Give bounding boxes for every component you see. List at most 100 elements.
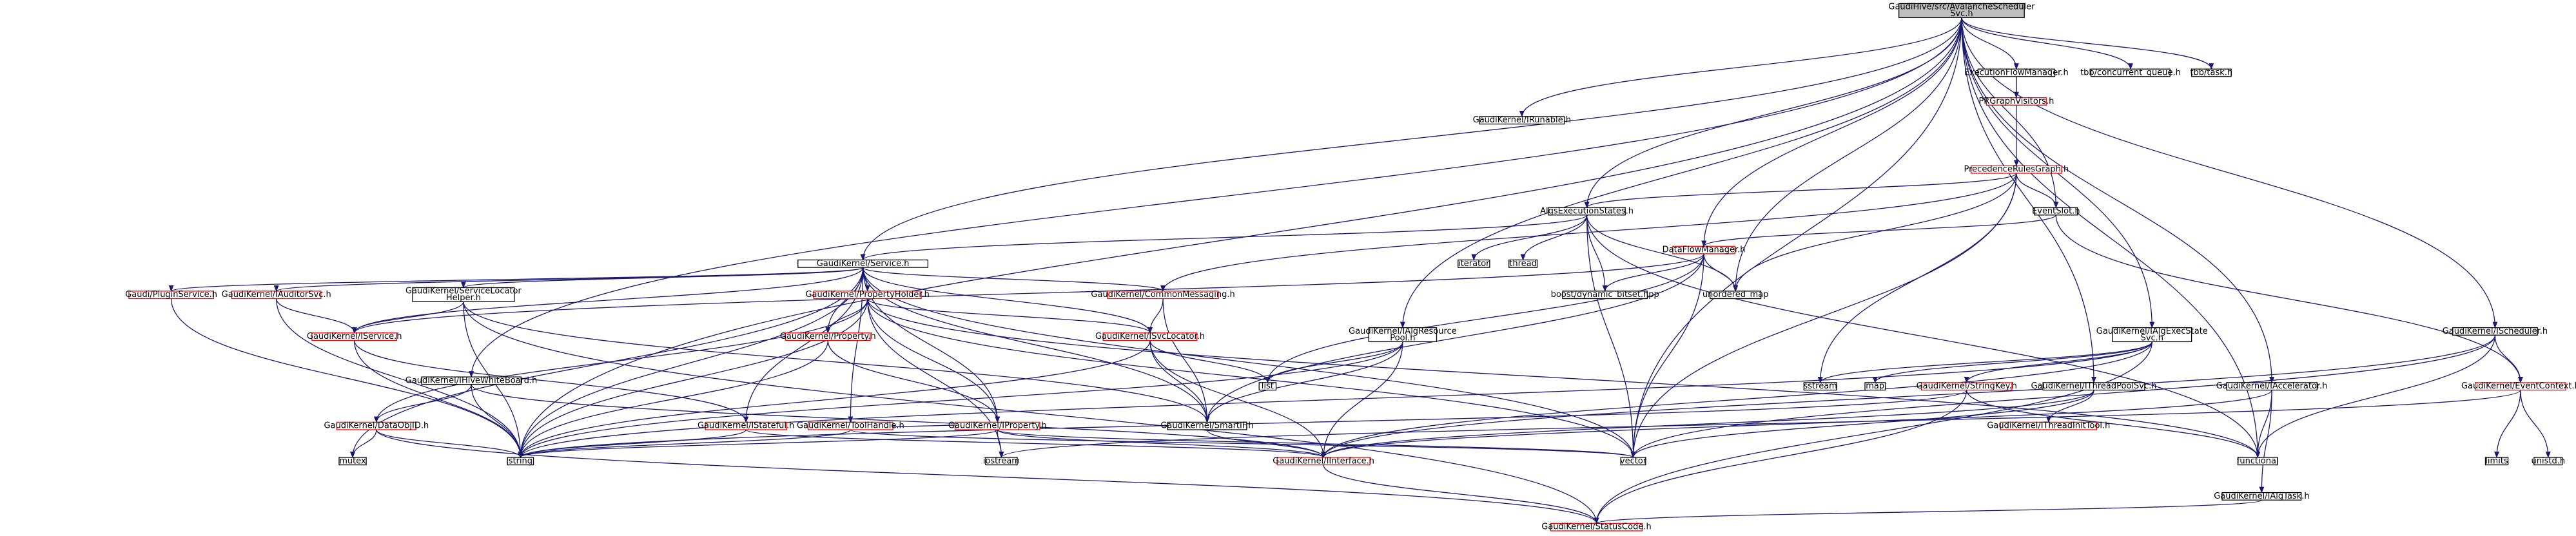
node-box-stringkey bbox=[1920, 382, 2013, 391]
edge-root-to-execflow bbox=[1961, 17, 2019, 70]
node-dataobjid[interactable]: GaudiKernel/DataObjID.h bbox=[324, 421, 429, 431]
node-box-smartif bbox=[1167, 421, 1247, 430]
edge-propholder-to-string bbox=[518, 298, 868, 458]
node-unordered: unordered_map bbox=[1703, 290, 1769, 300]
node-label-root: GaudiHive/src/AvalancheScheduler bbox=[1888, 3, 2035, 12]
node-label-mutex: mutex bbox=[339, 456, 366, 466]
node-box-svclochelper bbox=[412, 287, 515, 302]
edge-root-to-eventslot bbox=[1961, 17, 2059, 209]
edge-iauditorsvc-to-string bbox=[276, 298, 523, 458]
edge-root-to-vector bbox=[1630, 17, 1962, 458]
edge-algres-to-iinterface bbox=[1321, 341, 1403, 458]
node-service[interactable]: GaudiKernel/Service.h bbox=[797, 259, 929, 269]
node-iauditorsvc[interactable]: GaudiKernel/IAuditorSvc.h bbox=[222, 290, 331, 300]
node-label-dynbitset: boost/dynamic_bitset.hpp bbox=[1551, 290, 1659, 300]
edge-service-to-commonmsg bbox=[862, 267, 1166, 292]
node-box-accel bbox=[2226, 382, 2317, 391]
node-label-list: list bbox=[1262, 381, 1274, 391]
node-isvclocator[interactable]: GaudiKernel/ISvcLocator.h bbox=[1095, 332, 1205, 341]
node-sstream: sstream bbox=[1804, 381, 1837, 391]
node-dataflow[interactable]: DataFlowManager.h bbox=[1663, 245, 1746, 255]
node-runable[interactable]: GaudiKernel/IRunable.h bbox=[1473, 115, 1571, 125]
edge-root-to-dataflow bbox=[1701, 17, 1962, 247]
node-label-ialgtask: GaudiKernel/IAlgTask.h bbox=[2214, 492, 2309, 501]
node-threadpool[interactable]: GaudiKernel/IThreadPoolSvc.h bbox=[2031, 381, 2156, 391]
node-box-map bbox=[1864, 382, 1886, 391]
edge-dataflow-to-dynbitset bbox=[1602, 253, 1704, 292]
node-box-unordered bbox=[1710, 291, 1762, 300]
edge-dataflow-to-list bbox=[1265, 253, 1704, 383]
node-threadinit[interactable]: GaudiKernel/IThreadInitTool.h bbox=[1987, 421, 2110, 431]
node-label-threadpool: GaudiKernel/IThreadPoolSvc.h bbox=[2031, 381, 2156, 391]
node-iproperty[interactable]: GaudiKernel/IProperty.h bbox=[948, 421, 1047, 431]
node-smartif[interactable]: GaudiKernel/SmartIF.h bbox=[1160, 421, 1253, 431]
node-eventslot[interactable]: EventSlot.h bbox=[2032, 207, 2080, 216]
node-label-iostream: iostream bbox=[983, 456, 1020, 466]
node-iinterface[interactable]: GaudiKernel/IInterface.h bbox=[1273, 456, 1374, 466]
node-label-tbbtask: tbb/task.h bbox=[2190, 68, 2232, 78]
edge-propholder-to-isvclocator bbox=[867, 298, 1153, 334]
edge-svclochelper-to-iservice bbox=[351, 302, 464, 334]
node-propholder[interactable]: GaudiKernel/PropertyHolder.h bbox=[805, 290, 930, 300]
node-pluginsvc[interactable]: Gaudi/PluginService.h bbox=[125, 290, 217, 300]
node-hivewb[interactable]: GaudiKernel/IHiveWhiteBoard.h bbox=[405, 376, 538, 385]
node-statuscode[interactable]: GaudiKernel/StatusCode.h bbox=[1541, 522, 1651, 532]
node-eventctx[interactable]: GaudiKernel/EventContext.h bbox=[2461, 381, 2576, 391]
node-accel[interactable]: GaudiKernel/IAccelerator.h bbox=[2216, 381, 2328, 391]
node-toolhandle[interactable]: GaudiKernel/ToolHandle.h bbox=[797, 421, 904, 431]
node-ischeduler[interactable]: GaudiKernel/IScheduler.h bbox=[2443, 327, 2548, 336]
edge-eventslot-to-eventctx bbox=[2055, 215, 2523, 383]
edge-iproperty-to-iostream bbox=[997, 429, 1004, 458]
edge-eventslot-to-dataflow bbox=[1701, 215, 2056, 247]
node-label-stringkey: GaudiKernel/StringKey.h bbox=[1917, 381, 2017, 391]
node-iostream: iostream bbox=[983, 456, 1020, 466]
node-commonmsg[interactable]: GaudiKernel/CommonMessaging.h bbox=[1091, 290, 1234, 300]
node-label-precrules: PrecedenceRulesGraph.h bbox=[1964, 165, 2069, 175]
edge-algexecstate-to-map bbox=[1872, 341, 2152, 383]
edge-precrules-to-algsexec bbox=[1584, 173, 2017, 209]
node-box-functional bbox=[2237, 457, 2278, 466]
edge-precrules-to-eventslot bbox=[2016, 173, 2059, 209]
edge-hivewb-to-string bbox=[471, 384, 523, 458]
node-iservice[interactable]: GaudiKernel/IService.h bbox=[307, 332, 402, 341]
node-label-algres: GaudiKernel/IAlgResource bbox=[1349, 327, 1457, 336]
edge-dataobjid-to-statuscode bbox=[376, 429, 1599, 524]
edge-root-to-algres bbox=[1400, 17, 1962, 329]
node-box-istateful bbox=[705, 421, 787, 430]
node-box-eventslot bbox=[2034, 207, 2078, 216]
edge-eventctx-to-limits bbox=[2494, 390, 2521, 458]
node-precrules[interactable]: PrecedenceRulesGraph.h bbox=[1964, 165, 2069, 175]
node-box-ialgtask bbox=[2221, 492, 2302, 501]
node-prgraphvis[interactable]: PRGraphVisitors.h bbox=[1978, 97, 2054, 106]
edge-eventctx-to-iostream bbox=[999, 390, 2521, 458]
node-box-service bbox=[797, 259, 929, 268]
edge-dataobjid-to-string bbox=[376, 429, 523, 458]
node-box-iproperty bbox=[954, 421, 1040, 430]
node-stringkey[interactable]: GaudiKernel/StringKey.h bbox=[1917, 381, 2017, 391]
node-property[interactable]: GaudiKernel/Property.h bbox=[780, 332, 876, 341]
node-box-dataflow bbox=[1672, 245, 1735, 254]
node-label-iauditorsvc: GaudiKernel/IAuditorSvc.h bbox=[222, 290, 331, 300]
edge-threadpool-to-vector bbox=[1630, 390, 2094, 458]
node-label-sstream: sstream bbox=[1804, 381, 1837, 391]
node-istateful[interactable]: GaudiKernel/IStateful.h bbox=[698, 421, 794, 431]
edge-iservice-to-istateful bbox=[354, 340, 749, 423]
edge-isvclocator-to-string bbox=[518, 340, 1151, 458]
node-label-propholder: GaudiKernel/PropertyHolder.h bbox=[805, 290, 930, 300]
node-execflow[interactable]: ExecutionFlowManager.h bbox=[1964, 68, 2069, 78]
edge-iauditorsvc-to-iservice bbox=[276, 298, 357, 334]
node-box-property bbox=[785, 332, 871, 341]
node-label-functional: functional bbox=[2237, 456, 2279, 466]
node-ialgtask[interactable]: GaudiKernel/IAlgTask.h bbox=[2214, 492, 2309, 501]
edge-service-to-string bbox=[518, 267, 864, 458]
edge-accel-to-ialgtask bbox=[2259, 390, 2272, 493]
edge-dataflow-to-vector bbox=[1630, 253, 1704, 458]
edge-toolhandle-to-vector bbox=[850, 429, 1635, 458]
node-algsexec[interactable]: AlgsExecutionStates.h bbox=[1540, 207, 1634, 216]
node-box-iinterface bbox=[1276, 457, 1371, 466]
node-label-iproperty: GaudiKernel/IProperty.h bbox=[948, 421, 1047, 431]
